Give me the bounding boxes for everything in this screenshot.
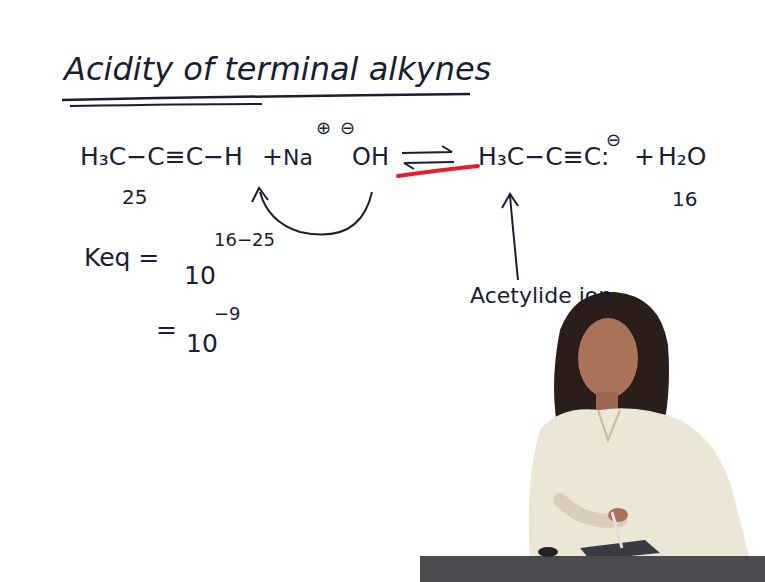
marker [538, 547, 558, 557]
pointer-arrow [510, 196, 518, 280]
title-underline [70, 104, 262, 106]
equilibrium-arrow [402, 146, 452, 153]
exponent: −9 [214, 304, 241, 324]
title: Acidity of terminal alkynes [64, 52, 491, 87]
charge-symbol: ⊕ [316, 118, 331, 138]
hydroxide: OH [352, 144, 389, 170]
arrowhead [502, 194, 518, 208]
arrowhead [252, 188, 268, 202]
sodium-ion: Na [283, 146, 313, 170]
exponent: 16−25 [214, 230, 275, 250]
table [420, 556, 765, 582]
annotation: Acetylide ion [470, 284, 612, 308]
equation: = [156, 316, 177, 344]
pka-value: 25 [122, 186, 147, 208]
formula: H₃C−C≡C−H [80, 143, 243, 171]
plus-sign: + [262, 143, 283, 171]
plus-sign: + [634, 143, 655, 171]
pka-value: 16 [672, 188, 697, 210]
charge-symbol: ⊖ [340, 118, 355, 138]
presenter-figure [529, 292, 750, 560]
charge-symbol: ⊖ [606, 130, 621, 150]
equation: 10 [184, 262, 216, 290]
equation: 10 [186, 330, 218, 358]
water: H₂O [658, 143, 707, 171]
curved-arrow [260, 192, 372, 235]
formula: H₃C−C≡C: [478, 143, 610, 171]
red-highlight-arrow [398, 166, 478, 176]
equation: Keq = [84, 244, 159, 272]
title-underline [62, 94, 470, 100]
